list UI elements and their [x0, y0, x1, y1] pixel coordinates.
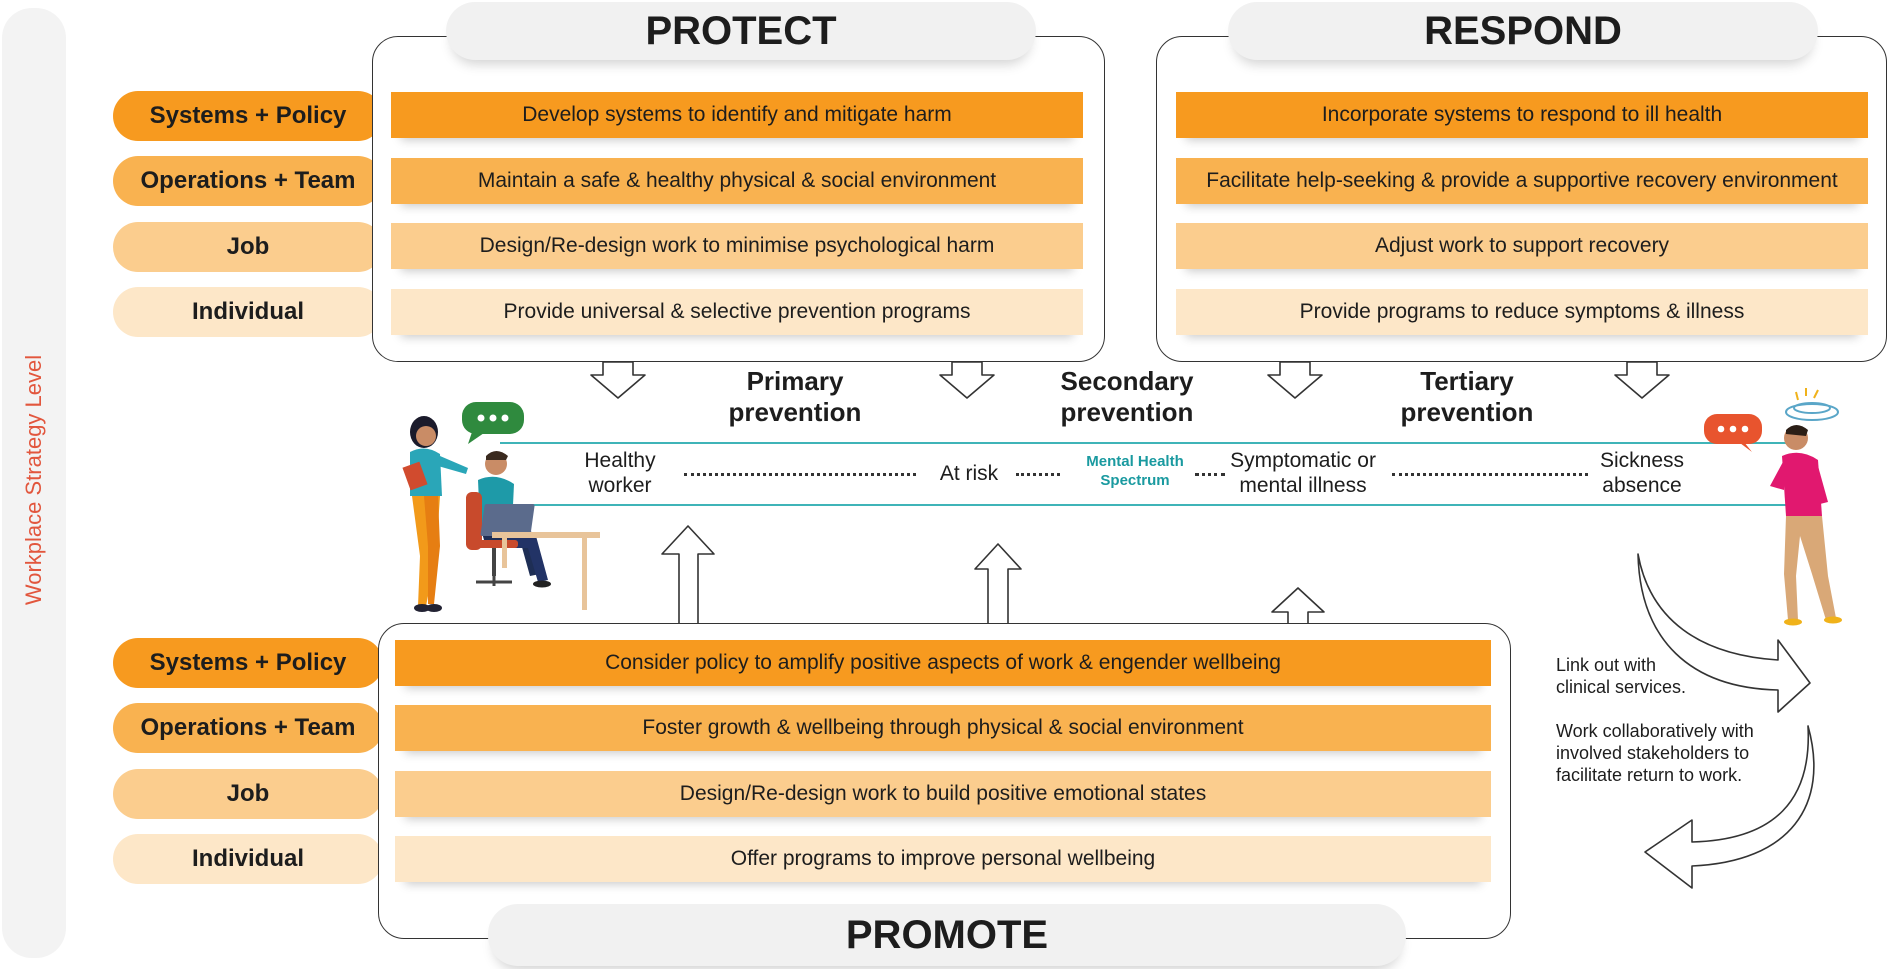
up-arrow-icon: [1271, 587, 1325, 623]
spectrum-label-box: [1060, 448, 1210, 498]
protect-bar-systems: Develop systems to identify and mitigate…: [391, 92, 1083, 138]
spectrum-dots-2: [1016, 473, 1060, 476]
level-operations-team-top: Operations + Team: [113, 156, 383, 206]
promote-bar-individual: Offer programs to improve personal wellb…: [395, 836, 1491, 882]
promote-bar-operations: Foster growth & wellbeing through physic…: [395, 705, 1491, 751]
protect-title: PROTECT: [446, 2, 1036, 60]
level-individual-bottom: Individual: [113, 834, 383, 884]
protect-bar-individual: Provide universal & selective prevention…: [391, 289, 1083, 335]
level-systems-policy-bottom: Systems + Policy: [113, 638, 383, 688]
curved-arrow-icon: [1637, 553, 1811, 713]
down-arrow-icon: [939, 361, 995, 399]
promote-title: PROMOTE: [488, 904, 1406, 966]
level-job-bottom: Job: [113, 769, 383, 819]
spectrum-dots-3: [1195, 473, 1225, 476]
unwell-person-figure: [1770, 425, 1842, 626]
respond-title: RESPOND: [1228, 2, 1818, 60]
unwell-person-illustration: [1704, 388, 1842, 626]
level-systems-policy-top: Systems + Policy: [113, 91, 383, 141]
respond-bar-individual: Provide programs to reduce symptoms & il…: [1176, 289, 1868, 335]
respond-bar-operations: Facilitate help-seeking & provide a supp…: [1176, 158, 1868, 204]
desk-laptop: [480, 504, 600, 610]
respond-bar-systems: Incorporate systems to respond to ill he…: [1176, 92, 1868, 138]
seated-man-figure: [466, 451, 551, 588]
spectrum-top-line: [500, 442, 1790, 444]
promote-bar-job: Design/Re-design work to build positive …: [395, 771, 1491, 817]
respond-bar-job: Adjust work to support recovery: [1176, 223, 1868, 269]
up-arrow-icon: [661, 525, 715, 623]
up-arrow-icon: [974, 543, 1022, 623]
standing-woman-figure: [402, 416, 468, 612]
protect-bar-operations: Maintain a safe & healthy physical & soc…: [391, 158, 1083, 204]
spectrum-at-risk: At risk: [939, 462, 999, 485]
down-arrow-icon: [1614, 361, 1670, 399]
protect-bar-job: Design/Re-design work to minimise psycho…: [391, 223, 1083, 269]
spectrum-dots-4: [1392, 473, 1588, 476]
down-arrow-icon: [1267, 361, 1323, 399]
down-arrow-icon: [590, 361, 646, 399]
speech-bubble-icon: [462, 402, 524, 444]
speech-bubble-icon: [1704, 414, 1762, 452]
curved-arrow-icon: [1644, 725, 1815, 889]
dizzy-icon: [1785, 402, 1839, 421]
spectrum-bottom-line: [500, 504, 1790, 506]
strategy-level-band: [2, 8, 66, 958]
level-job-top: Job: [113, 222, 383, 272]
workers-illustration: [402, 402, 600, 612]
level-individual-top: Individual: [113, 287, 383, 337]
spectrum-dots-1: [684, 473, 916, 476]
level-operations-team-bottom: Operations + Team: [113, 703, 383, 753]
promote-bar-systems: Consider policy to amplify positive aspe…: [395, 640, 1491, 686]
